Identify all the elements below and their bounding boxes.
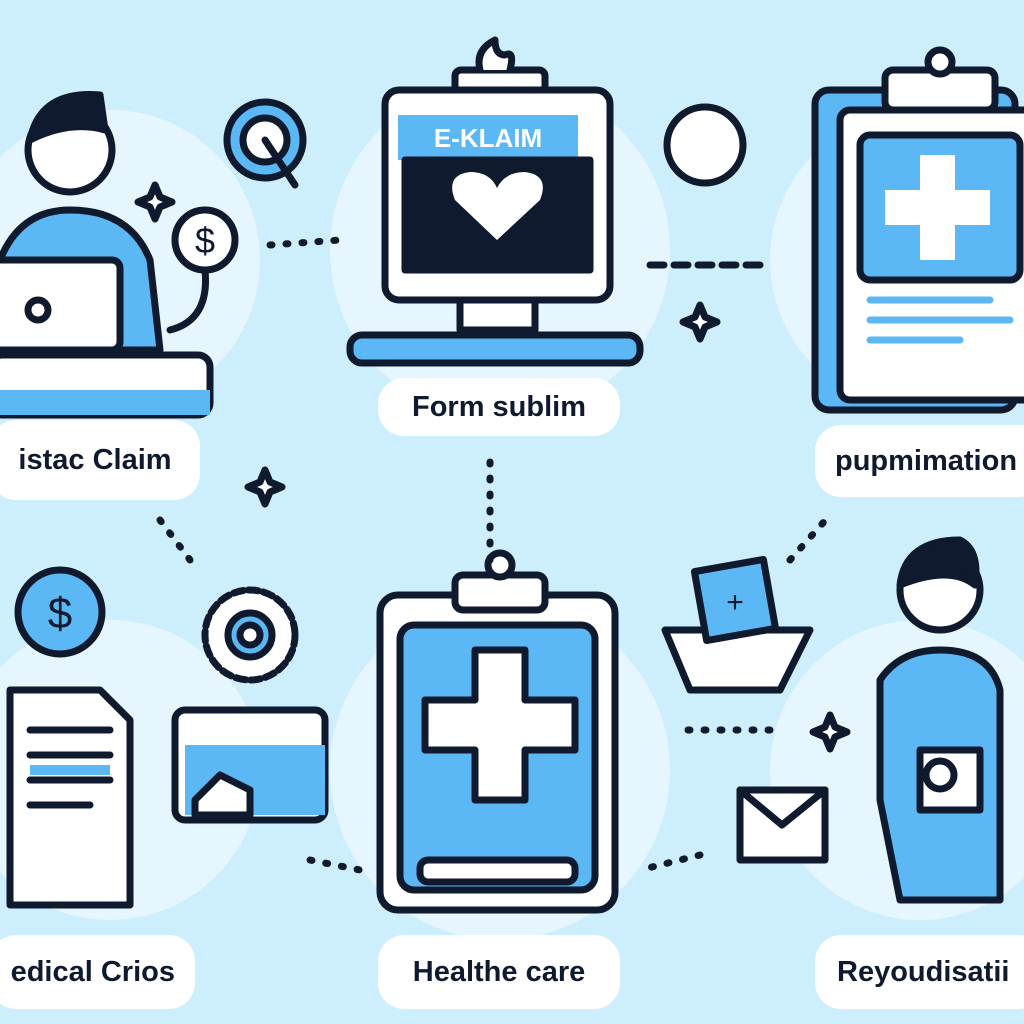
svg-text:$: $	[195, 220, 215, 261]
badge-icon	[201, 586, 299, 684]
svg-text:$: $	[48, 589, 72, 638]
document-icon	[6, 686, 134, 909]
label-medical: edical Crios	[0, 935, 195, 1009]
id-card-icon	[171, 706, 329, 824]
dollar-icon: $	[166, 206, 239, 334]
label-reimbursement: Reyoudisatii	[815, 935, 1024, 1009]
svg-text:+: +	[726, 586, 744, 619]
target-icon	[223, 98, 307, 189]
sparkle-icon	[134, 103, 851, 753]
person-laptop-icon	[0, 91, 214, 419]
label-form-submit: Form sublim	[378, 378, 620, 436]
label-healthcare: Healthe care	[378, 935, 620, 1009]
monitor-heart-icon	[346, 36, 644, 367]
clipboard-cross-icon	[811, 46, 1024, 414]
monitor-screen-title: E-KLAIM	[433, 122, 543, 153]
label-confirmation: pupmimation	[815, 425, 1024, 497]
label-claim: istac Claim	[0, 420, 200, 500]
envelope-icon: +	[661, 555, 814, 694]
dollar-icon: $	[14, 566, 106, 658]
phone-cross-icon	[376, 549, 619, 914]
doctor-icon	[736, 536, 1004, 904]
